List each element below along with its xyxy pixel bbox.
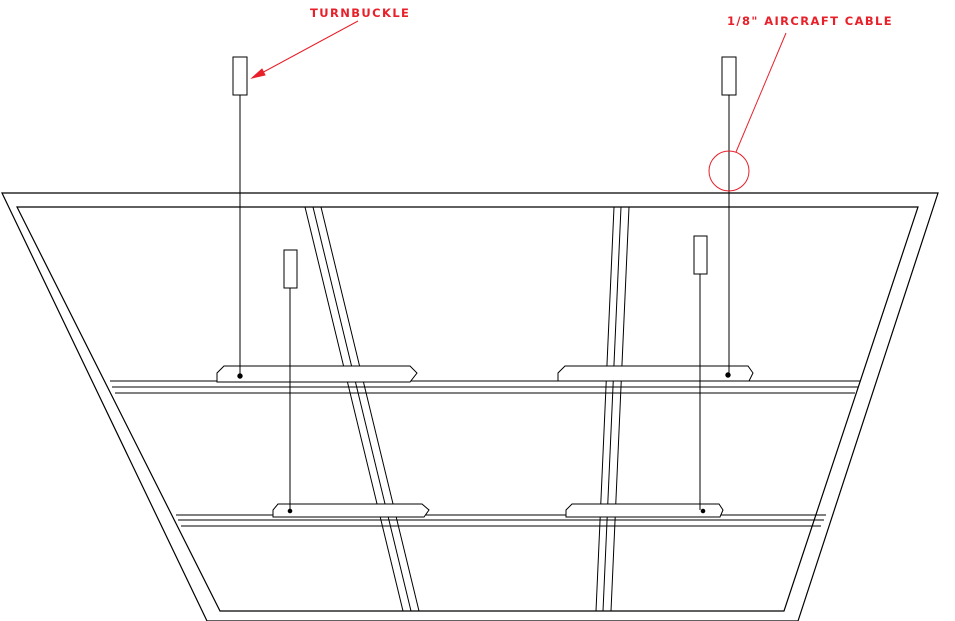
- aircraft-cable-label: 1/8" AIRCRAFT CABLE: [727, 14, 894, 28]
- turnbuckle-back-right: [693, 235, 708, 275]
- main-runner-left: [304, 206, 420, 612]
- cable-highlight-circle: [708, 150, 750, 192]
- turnbuckle-front-left: [232, 56, 248, 96]
- hanger-bracket-back-right: [565, 503, 724, 518]
- main-runner-right: [595, 206, 630, 612]
- cable-leader: [708, 32, 787, 192]
- turnbuckle-label: TURNBUCKLE: [310, 6, 411, 20]
- cable-front-right: [721, 56, 737, 373]
- turnbuckle-back-left: [283, 249, 298, 289]
- turnbuckle-leader: [250, 20, 359, 79]
- cable-back-right: [693, 235, 708, 510]
- frame-inner: [16, 206, 919, 612]
- cable-front-left: [232, 56, 248, 374]
- cross-tee-row-1: [110, 380, 860, 394]
- turnbuckle-front-right: [721, 56, 737, 96]
- hanger-bracket-front-right: [557, 365, 754, 382]
- hanger-bracket-front-left: [216, 365, 418, 383]
- frame-outer: [1, 192, 939, 621]
- hanger-bracket-back-left: [272, 503, 430, 518]
- cable-back-left: [283, 249, 298, 510]
- ceiling-frame: [1, 192, 939, 621]
